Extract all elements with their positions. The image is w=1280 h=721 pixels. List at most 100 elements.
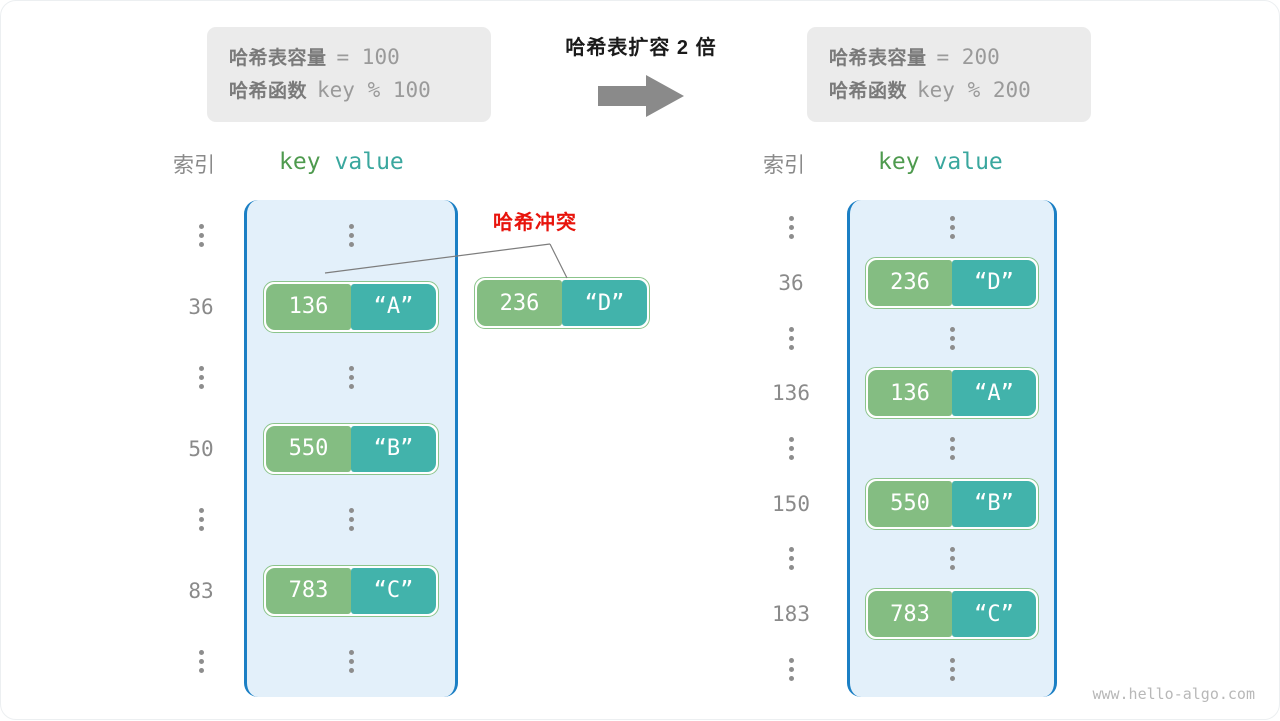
key-value-pair: 236 “D” <box>474 277 650 329</box>
right-function-line: 哈希函数 key % 200 <box>829 74 1069 107</box>
right-index-header: 索引 <box>763 149 805 179</box>
vertical-ellipsis-icon <box>348 366 354 389</box>
right-bucket-row: 550“B” <box>850 476 1054 531</box>
pair-value-cell: “A” <box>351 283 436 330</box>
right-capacity-line: 哈希表容量 = 200 <box>829 41 1069 74</box>
right-bucket-row: 136“A” <box>850 366 1054 421</box>
left-bucket-row <box>247 626 455 697</box>
right-function-label: 哈希函数 <box>829 80 908 102</box>
right-hashtable-buckets: 236“D” 136“A” 550“B” 783“C” <box>847 200 1057 697</box>
pair-value-cell: “A” <box>952 370 1036 417</box>
pair-key-cell: 550 <box>868 480 952 527</box>
vertical-ellipsis-icon <box>348 650 354 673</box>
key-value-pair: 550“B” <box>263 422 439 475</box>
left-hashtable-buckets: 136“A” 550“B” 783“C” <box>244 200 458 697</box>
left-bucket-row <box>247 342 455 413</box>
left-capacity-line: 哈希表容量 = 100 <box>229 41 469 74</box>
right-index-cell <box>751 200 831 255</box>
right-function-value: key % 200 <box>917 77 1031 102</box>
left-bucket-row <box>247 200 455 271</box>
right-key-header-label: key <box>878 149 920 175</box>
pair-key-cell: 550 <box>266 425 351 472</box>
left-value-header-label: value <box>334 149 404 175</box>
right-index-column: 36 136 150 183 <box>751 200 831 697</box>
left-index-column: 36 50 83 <box>161 200 241 697</box>
collision-label: 哈希冲突 <box>493 212 577 234</box>
right-index-cell: 183 <box>772 602 810 627</box>
pair-value-cell: “B” <box>952 480 1036 527</box>
key-value-pair: 136“A” <box>263 280 439 333</box>
pair-key-cell: 783 <box>868 591 952 638</box>
left-index-cell <box>161 200 241 271</box>
vertical-ellipsis-icon <box>198 650 204 673</box>
key-value-pair: 550“B” <box>865 477 1039 530</box>
key-value-pair: 783“C” <box>263 564 439 617</box>
right-value-header-label: value <box>933 149 1003 175</box>
vertical-ellipsis-icon <box>949 547 955 571</box>
pair-value-cell: “B” <box>351 425 436 472</box>
left-capacity-value: = 100 <box>336 45 400 69</box>
right-bucket-row <box>850 531 1054 586</box>
right-bucket-row <box>850 310 1054 365</box>
pair-key-cell: 236 <box>868 259 952 306</box>
vertical-ellipsis-icon <box>348 508 354 531</box>
left-hashtable-info-box: 哈希表容量 = 100 哈希函数 key % 100 <box>207 27 491 123</box>
vertical-ellipsis-icon <box>949 436 955 460</box>
vertical-ellipsis-icon <box>788 436 794 460</box>
right-index-header-label: 索引 <box>763 154 805 177</box>
right-capacity-label: 哈希表容量 <box>829 48 927 69</box>
colliding-entry-pair: 236 “D” <box>474 277 650 329</box>
left-function-value: key % 100 <box>317 77 431 102</box>
vertical-ellipsis-icon <box>788 657 794 681</box>
vertical-ellipsis-icon <box>198 224 204 247</box>
right-bucket-row <box>850 642 1054 697</box>
vertical-ellipsis-icon <box>788 216 794 240</box>
left-function-label: 哈希函数 <box>229 80 308 102</box>
left-index-cell <box>161 342 241 413</box>
left-key-header-label: key <box>279 149 321 175</box>
left-function-line: 哈希函数 key % 100 <box>229 74 469 107</box>
left-keyvalue-header: key value <box>279 149 404 175</box>
key-value-pair: 136“A” <box>865 367 1039 420</box>
left-index-cell: 50 <box>188 436 214 461</box>
vertical-ellipsis-icon <box>348 224 354 247</box>
left-bucket-row: 783“C” <box>247 555 455 626</box>
pair-key-cell: 783 <box>266 567 351 614</box>
right-bucket-row <box>850 200 1054 255</box>
right-bucket-row <box>850 421 1054 476</box>
pair-key-cell: 236 <box>477 280 562 326</box>
right-index-cell: 150 <box>772 491 810 516</box>
vertical-ellipsis-icon <box>198 366 204 389</box>
left-bucket-row: 136“A” <box>247 271 455 342</box>
pair-value-cell: “D” <box>952 259 1036 306</box>
right-hashtable-info-box: 哈希表容量 = 200 哈希函数 key % 200 <box>807 27 1091 123</box>
vertical-ellipsis-icon <box>949 657 955 681</box>
watermark: www.hello-algo.com <box>1092 685 1255 703</box>
pair-key-cell: 136 <box>266 283 351 330</box>
right-index-cell <box>751 642 831 697</box>
right-bucket-row: 236“D” <box>850 255 1054 310</box>
left-index-cell <box>161 626 241 697</box>
right-index-cell <box>751 531 831 586</box>
right-arrow-icon <box>533 73 749 124</box>
vertical-ellipsis-icon <box>198 508 204 531</box>
key-value-pair: 236“D” <box>865 256 1039 309</box>
vertical-ellipsis-icon <box>949 326 955 350</box>
right-keyvalue-header: key value <box>878 149 1003 175</box>
vertical-ellipsis-icon <box>949 216 955 240</box>
vertical-ellipsis-icon <box>788 547 794 571</box>
right-bucket-row: 783“C” <box>850 587 1054 642</box>
left-index-cell: 83 <box>188 578 214 603</box>
left-index-cell <box>161 484 241 555</box>
center-title: 哈希表扩容 2 倍 <box>565 37 717 59</box>
right-index-cell <box>751 421 831 476</box>
pair-value-cell: “C” <box>952 591 1036 638</box>
key-value-pair: 783“C” <box>865 588 1039 641</box>
left-index-cell: 36 <box>188 294 214 319</box>
right-index-cell: 136 <box>772 381 810 406</box>
left-index-header: 索引 <box>173 149 215 179</box>
pair-key-cell: 136 <box>868 370 952 417</box>
right-capacity-value: = 200 <box>936 45 1000 69</box>
right-index-cell: 36 <box>778 270 804 295</box>
